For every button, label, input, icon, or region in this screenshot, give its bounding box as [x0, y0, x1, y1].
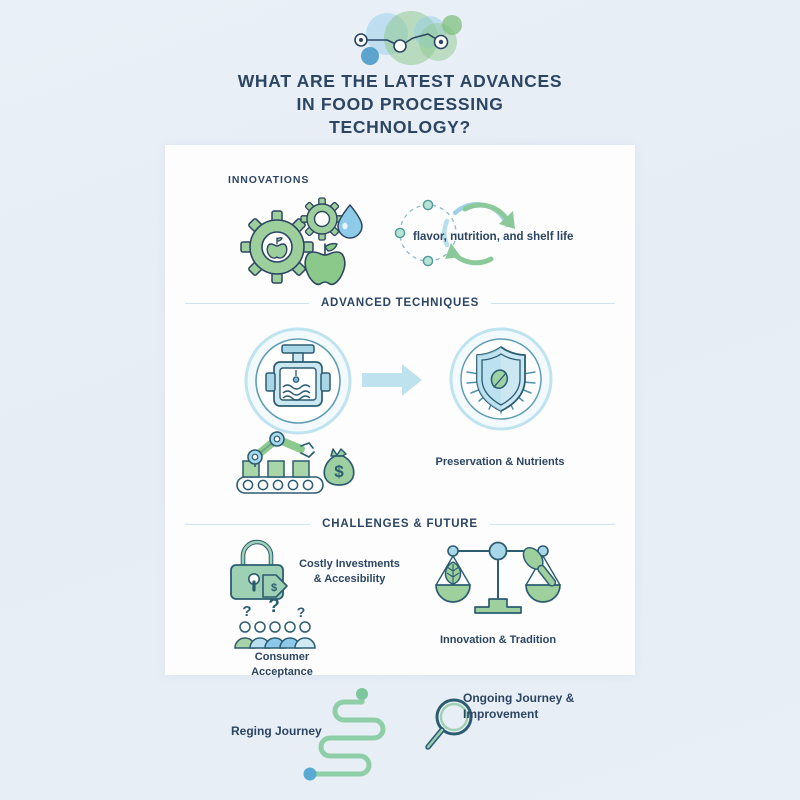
section-label-challenges-future: CHALLENGES & FUTURE — [322, 518, 478, 530]
section-label-advanced-techniques: ADVANCED TECHNIQUES — [320, 297, 480, 309]
divider-challenges-future: CHALLENGES & FUTURE — [185, 518, 616, 530]
ongoing-journey-label: Ongoing Journey & Improvement — [463, 690, 593, 722]
title-line-1: WHAT ARE THE LATEST ADVANCES — [237, 71, 563, 91]
apple-icon — [304, 242, 346, 286]
padlock-icon: $ — [230, 539, 288, 600]
divider-advanced-techniques: ADVANCED TECHNIQUES — [185, 297, 616, 309]
right-arrow-icon — [362, 364, 422, 396]
divider-rule-right-2 — [489, 523, 616, 525]
reging-journey-label: Reging Journey — [231, 724, 322, 738]
divider-rule-left — [185, 302, 309, 304]
preservation-nutrients-caption: Preservation & Nutrients — [435, 456, 565, 468]
high-pressure-processing-vessel-icon — [244, 327, 352, 435]
innovations-text: flavor, nutrition, and shelf life — [413, 231, 574, 243]
svg-text:$: $ — [334, 462, 344, 481]
people-with-question-marks-icon: ? ? ? — [234, 596, 316, 649]
balance-scale-leaf-spoon-icon — [435, 541, 561, 614]
page-title: WHAT ARE THE LATEST ADVANCES IN FOOD PRO… — [0, 70, 800, 139]
divider-rule-right — [491, 302, 616, 304]
gear-with-apple-icon — [240, 197, 363, 286]
shield-with-leaf-icon — [449, 327, 553, 431]
money-bag-icon: $ — [323, 448, 355, 486]
innovation-tradition-caption: Innovation & Tradition — [439, 634, 557, 646]
dollar-price-tag-icon: $ — [262, 574, 288, 598]
divider-rule-left-2 — [185, 523, 311, 525]
svg-text:?: ? — [242, 603, 251, 620]
svg-text:$: $ — [271, 582, 277, 594]
water-droplet-icon — [337, 204, 363, 239]
costly-investments-line-1: Costly Investments — [299, 558, 400, 570]
svg-text:?: ? — [297, 604, 306, 620]
robotic-arm-conveyor-icon: $ — [236, 431, 355, 494]
costly-investments-line-2: & Accesibility — [313, 573, 386, 585]
svg-text:?: ? — [268, 596, 280, 617]
winding-path-icon — [303, 688, 386, 781]
header-decoration — [0, 11, 800, 74]
recycle-arrows-icon — [442, 202, 515, 266]
section-label-innovations: INNOVATIONS — [228, 174, 310, 186]
small-gear-icon — [300, 197, 344, 241]
ongoing-journey-line-2: Improvement — [463, 707, 539, 721]
magnifying-glass-icon — [425, 698, 473, 750]
consumer-acceptance-caption: Consumer Acceptance — [228, 650, 336, 680]
consumer-acceptance-line-2: Acceptance — [251, 666, 313, 678]
title-line-2: IN FOOD PROCESSING — [296, 94, 504, 114]
costly-investments-caption: Costly Investments & Accesibility — [287, 557, 412, 587]
consumer-acceptance-line-1: Consumer — [254, 651, 310, 663]
network-path-icon — [354, 11, 462, 65]
dotted-circle-nodes-icon — [394, 199, 457, 267]
content-card: INNOVATIONS — [165, 145, 635, 678]
ongoing-journey-line-1: Ongoing Journey & — [463, 691, 575, 705]
title-line-3: TECHNOLOGY? — [329, 117, 471, 137]
